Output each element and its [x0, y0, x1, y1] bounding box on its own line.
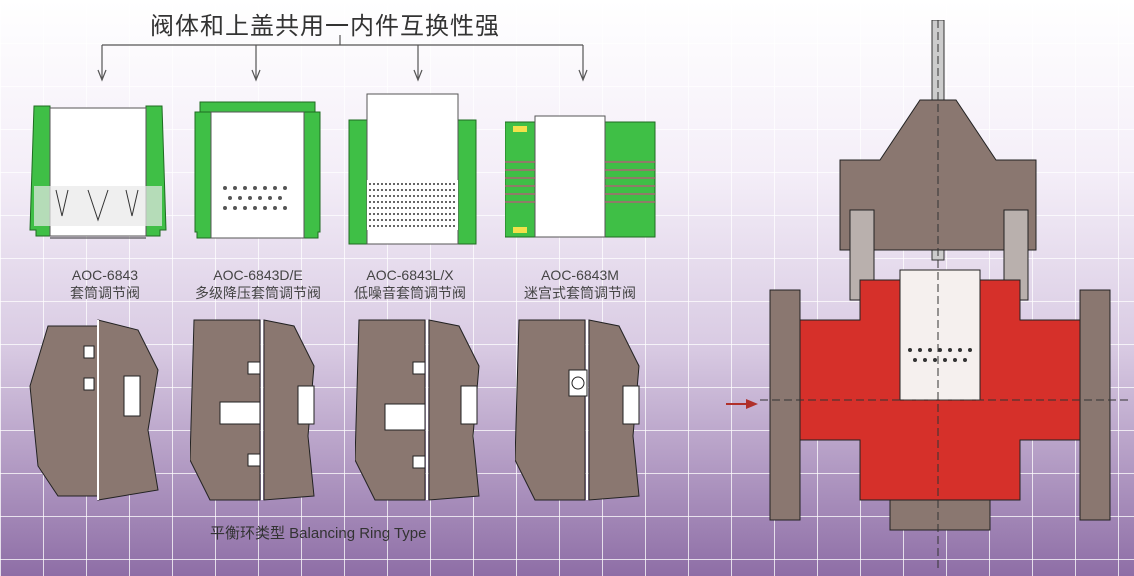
- cage-trim-standard: [29, 105, 167, 239]
- variant-model: AOC-6843D/E: [213, 267, 303, 283]
- flow-arrow-icon: [726, 399, 758, 409]
- cage-trim-multistage: [194, 101, 321, 239]
- variant-label-4: AOC-6843M 迷宫式套筒调节阀: [500, 266, 660, 302]
- ring-detail-2: [190, 319, 315, 501]
- variant-name: 迷宫式套筒调节阀: [524, 285, 636, 301]
- variant-label-1: AOC-6843 套筒调节阀: [25, 266, 185, 302]
- variant-label-2: AOC-6843D/E 多级降压套筒调节阀: [178, 266, 338, 302]
- variant-name: 低噪音套筒调节阀: [354, 285, 466, 301]
- variant-name: 多级降压套筒调节阀: [195, 285, 321, 301]
- variant-model: AOC-6843M: [541, 267, 619, 283]
- ring-detail-1: [29, 319, 159, 501]
- title-bracket: [97, 35, 588, 82]
- cage-trim-labyrinth: [505, 115, 656, 238]
- variant-name: 套筒调节阀: [70, 285, 140, 301]
- valve-cross-section: [760, 20, 1130, 570]
- ring-detail-3: [355, 319, 480, 501]
- balancing-ring-caption: 平衡环类型 Balancing Ring Type: [210, 525, 427, 542]
- variant-model: AOC-6843L/X: [366, 267, 454, 283]
- page-title: 阀体和上盖共用一内件互换性强: [150, 12, 500, 40]
- cage-trim-low-noise: [348, 93, 477, 245]
- variant-label-3: AOC-6843L/X 低噪音套筒调节阀: [330, 266, 490, 302]
- variant-model: AOC-6843: [71, 267, 139, 283]
- ring-detail-4: [515, 319, 640, 501]
